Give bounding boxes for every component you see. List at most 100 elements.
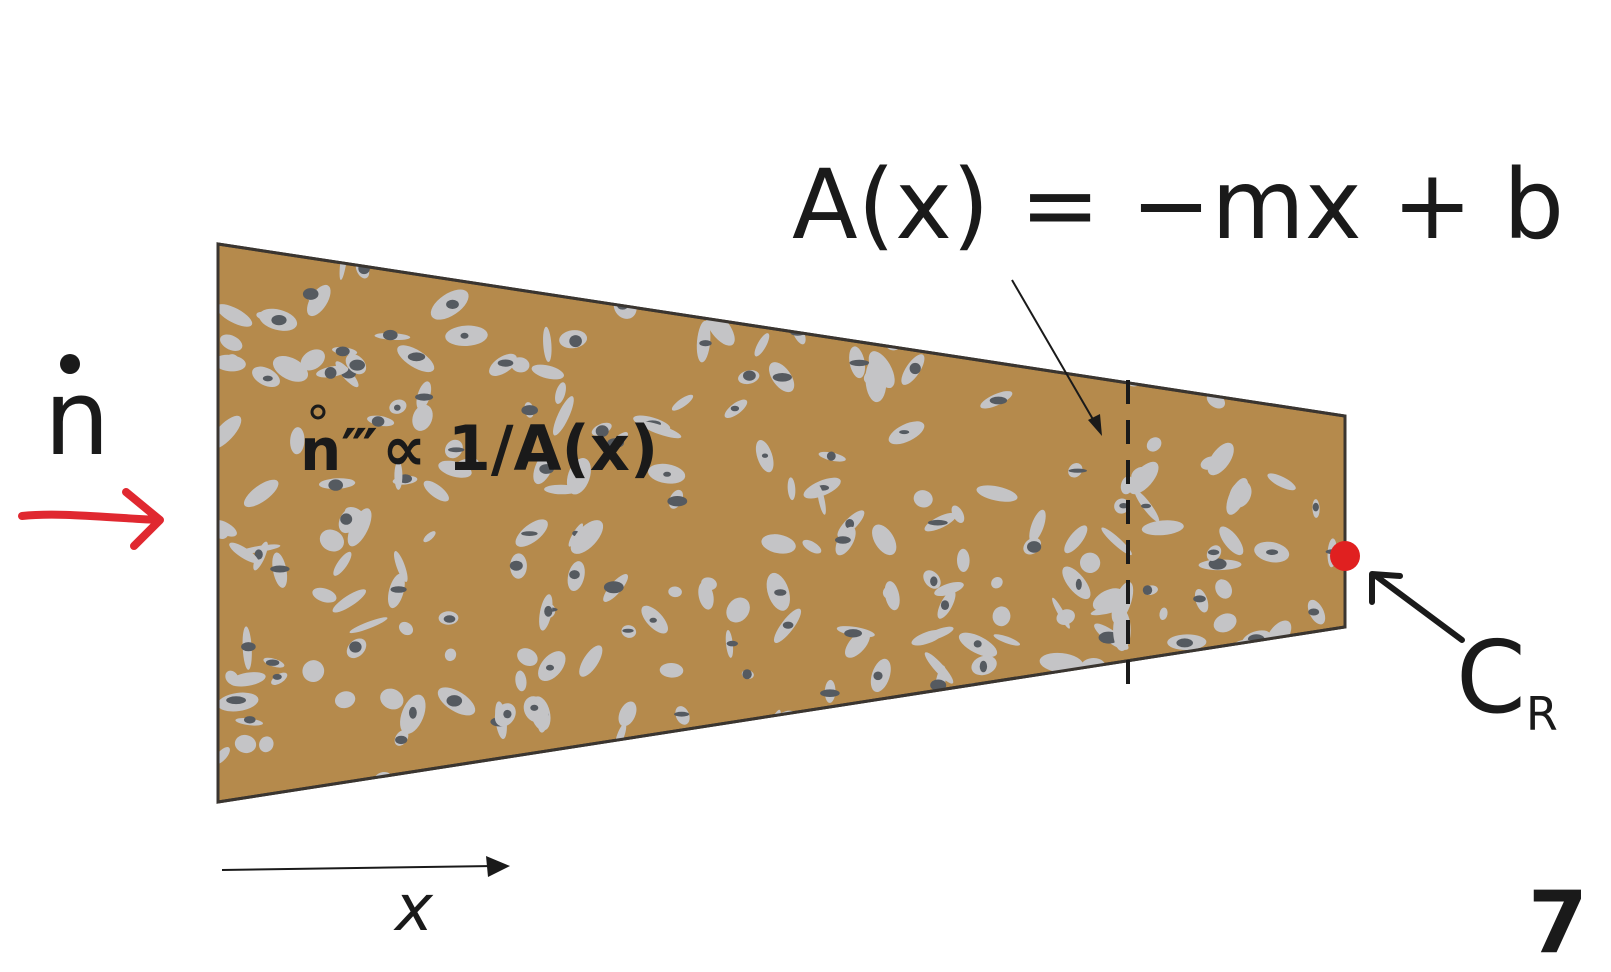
grain-light <box>1108 665 1121 676</box>
grain-dark <box>757 265 769 274</box>
grain-dark <box>383 329 398 341</box>
grain-light <box>1149 721 1161 747</box>
grain-dark <box>1075 578 1082 591</box>
grain-light <box>1232 741 1255 757</box>
grain-light <box>1002 782 1026 796</box>
grain-light <box>817 485 826 515</box>
grain-dark <box>1235 744 1248 752</box>
grain-light <box>519 244 550 261</box>
grain-light <box>514 245 535 282</box>
grain-dark <box>772 373 792 382</box>
x-axis-arrowhead <box>486 856 510 877</box>
grain-light <box>796 762 839 776</box>
grain-dark <box>595 425 609 437</box>
grain-light <box>1213 613 1237 633</box>
grain-dark <box>1119 503 1129 509</box>
grain-light <box>380 688 404 710</box>
grain-light <box>1118 274 1134 291</box>
grain-dark <box>390 586 407 593</box>
grain-dark <box>407 352 426 362</box>
grain-dark <box>899 430 910 435</box>
grain-dark <box>880 286 894 294</box>
grain-light <box>612 273 634 296</box>
grain-light <box>1149 271 1171 315</box>
grain-light <box>259 736 274 753</box>
grain-light <box>220 334 243 351</box>
grain-light <box>1028 678 1046 699</box>
grain-light <box>608 770 639 800</box>
grain-light <box>1269 263 1281 283</box>
grain-dark <box>1196 297 1212 309</box>
grain-light <box>349 617 388 634</box>
grain-light <box>1190 304 1212 324</box>
grain-dark <box>371 416 385 427</box>
grain-light <box>290 427 305 455</box>
grain-light <box>1307 703 1328 723</box>
grain-dark <box>349 641 362 653</box>
grain-light <box>726 597 750 623</box>
grain-light <box>1283 673 1300 688</box>
grain-dark <box>819 763 834 772</box>
grain-dark <box>980 705 987 714</box>
grain-dark <box>782 621 794 629</box>
grain-light <box>229 672 266 687</box>
grain-light <box>1312 376 1345 386</box>
grain-light <box>753 259 772 278</box>
grain-dark <box>1092 706 1099 714</box>
grain-dark <box>743 370 756 381</box>
grain-dark <box>1208 558 1227 570</box>
equation-pointer-arrow <box>1011 279 1099 429</box>
grain-light <box>1320 760 1345 789</box>
grain-dark <box>460 332 469 339</box>
grain-dark <box>940 600 950 610</box>
grain-light <box>544 484 579 495</box>
grain-light <box>225 670 239 685</box>
grain-light <box>225 354 239 368</box>
grain-light <box>757 745 774 757</box>
grain-light <box>1120 476 1134 495</box>
grain-dark <box>521 531 538 536</box>
grain-dark <box>271 315 287 326</box>
grain-light <box>347 508 372 547</box>
grain-dark <box>699 340 712 347</box>
grain-light <box>511 782 531 790</box>
grain-dark <box>761 453 769 458</box>
grain-dark <box>663 471 671 477</box>
grain-light <box>517 648 538 667</box>
grain-dark <box>446 299 459 309</box>
grain-light <box>1158 308 1192 343</box>
grain-light <box>1146 437 1162 452</box>
grain-light <box>701 577 717 591</box>
grain-dark <box>1269 267 1278 276</box>
grain-light <box>1187 692 1217 710</box>
grain-light <box>1078 751 1105 780</box>
grain-light <box>752 244 766 276</box>
concentration-pointer-head <box>1369 571 1403 605</box>
grain-light <box>802 539 822 554</box>
grain-light <box>1064 525 1088 554</box>
grain-light <box>924 652 954 684</box>
grain-dark <box>979 660 988 673</box>
grain-light <box>976 485 1018 502</box>
grain-light <box>1130 287 1140 300</box>
grain-light <box>1090 703 1103 718</box>
grain-dark <box>603 581 624 594</box>
grain-light <box>965 686 983 700</box>
inflow-dot <box>60 354 80 374</box>
inflow-symbol: n <box>44 357 110 479</box>
grain-light <box>934 581 964 597</box>
grain-light <box>531 364 564 380</box>
grain-light <box>835 718 854 730</box>
grain-dark <box>349 359 366 371</box>
grain-dark <box>1207 731 1228 743</box>
grain-light <box>1177 326 1199 359</box>
grain-dark <box>1141 503 1151 509</box>
grain-light <box>243 479 279 508</box>
grain-light <box>1035 736 1050 751</box>
grain-light <box>412 404 433 431</box>
grain-dark <box>927 519 948 526</box>
grain-light <box>1155 786 1182 801</box>
grain-light <box>1159 607 1168 621</box>
grain-light <box>920 709 941 748</box>
grain-light <box>872 524 897 556</box>
